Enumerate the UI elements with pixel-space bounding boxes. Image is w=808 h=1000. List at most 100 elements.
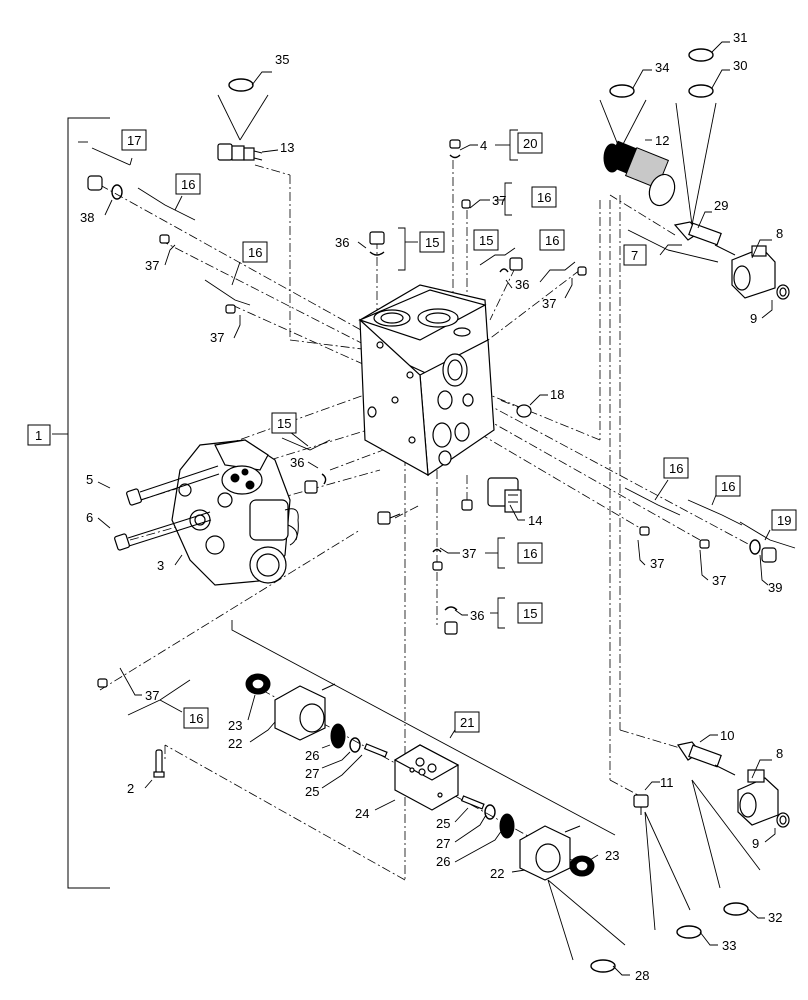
callout-25-left: 25: [305, 784, 319, 799]
callout-9-top: 9: [750, 311, 757, 326]
callout-16g: 16: [523, 546, 537, 561]
callout-37a: 37: [492, 193, 506, 208]
callout-30: 30: [733, 58, 747, 73]
label-box-16g: [517, 542, 543, 564]
item-37-orifice-right-low-a: [639, 526, 650, 536]
label-box-15a: [419, 231, 445, 253]
callout-14: 14: [528, 513, 542, 528]
callout-37h: 37: [145, 688, 159, 703]
callout-37f: 37: [650, 556, 664, 571]
callout-10: 10: [720, 728, 734, 743]
callout-23-left: 23: [228, 718, 242, 733]
item-37-orifice-lower-left: [97, 678, 108, 688]
item-25-pin-right: [460, 795, 485, 810]
small-plug-under-block: [461, 499, 473, 511]
callout-36c: 36: [290, 455, 304, 470]
callout-12: 12: [655, 133, 669, 148]
item-8-coil-bottom: [737, 769, 779, 826]
item-37-orifice-right-low-b: [699, 539, 710, 549]
callout-15c: 15: [277, 416, 291, 431]
item-18-plug: [516, 404, 532, 418]
item-36-plug-left: [304, 473, 327, 494]
assembly-bracket-1: [52, 117, 110, 889]
item-4-plug: [449, 139, 461, 159]
item-37-orifice-bottom: [432, 548, 443, 571]
label-box-16a: [175, 173, 201, 195]
callout-1: 1: [35, 428, 42, 443]
callout-38: 38: [80, 210, 94, 225]
callout-28: 28: [635, 968, 649, 983]
label-box-21: [454, 711, 480, 733]
item-37-orifice-top: [461, 199, 471, 209]
small-screw-under-block: [377, 511, 401, 525]
callout-labels: 1 2 3 4 5 6 7 8 8 9 9 10 11 12 13 14 15 …: [35, 30, 791, 983]
callout-8-top: 8: [776, 226, 783, 241]
item-13-fitting: [217, 143, 263, 161]
item-2-pin: [153, 749, 165, 778]
item-5-bolt: [126, 465, 220, 506]
label-box-15c: [271, 412, 297, 434]
item-23-nut-right: [569, 855, 595, 877]
boxed-labels: [27, 129, 797, 733]
callout-7: 7: [631, 248, 638, 263]
callout-36d: 36: [470, 608, 484, 623]
item-22-coil-right: [519, 825, 581, 881]
leader-lines: [78, 41, 796, 976]
callout-33: 33: [722, 938, 736, 953]
item-26-spring-left: [330, 723, 346, 749]
item-10-solenoid-cartridge: [677, 741, 736, 776]
callout-31: 31: [733, 30, 747, 45]
callout-6: 6: [86, 510, 93, 525]
callout-21: 21: [460, 715, 474, 730]
callout-37d: 37: [542, 296, 556, 311]
label-box-15b: [473, 229, 499, 251]
callout-16d: 16: [248, 245, 262, 260]
callout-18: 18: [550, 387, 564, 402]
callout-32: 32: [768, 910, 782, 925]
callout-16h: 16: [189, 711, 203, 726]
callout-15b: 15: [479, 233, 493, 248]
label-box-7: [623, 244, 647, 266]
callout-5: 5: [86, 472, 93, 487]
item-26-spring-right: [499, 813, 515, 839]
label-box-16b: [531, 186, 557, 208]
callout-9-bottom: 9: [752, 836, 759, 851]
callout-37e: 37: [462, 546, 476, 561]
callout-27-right: 27: [436, 836, 450, 851]
callout-37g: 37: [712, 573, 726, 588]
label-box-16c: [539, 229, 565, 251]
item-36-plug-top: [369, 231, 385, 256]
callout-16a: 16: [181, 177, 195, 192]
item-37-orifice-mid-left: [225, 304, 236, 314]
callout-17: 17: [127, 133, 141, 148]
callout-22-left: 22: [228, 736, 242, 751]
label-box-16h: [183, 707, 209, 729]
item-27-ring-right: [484, 804, 496, 820]
valve-body-block: [358, 284, 495, 477]
callout-34: 34: [655, 60, 669, 75]
item-8-coil-top: [731, 245, 776, 299]
item-12-cartridge-valve: [603, 140, 676, 207]
item-38-plug: [87, 175, 123, 200]
callout-36a: 36: [335, 235, 349, 250]
item-22-coil-left: [274, 683, 336, 741]
callout-8-bottom: 8: [776, 746, 783, 761]
o-rings: [228, 48, 749, 973]
callout-23-right: 23: [605, 848, 619, 863]
callout-25-right: 25: [436, 816, 450, 831]
callout-27-left: 27: [305, 766, 319, 781]
item-36-plug-bottom: [444, 606, 458, 635]
item-29-solenoid-cartridge: [673, 221, 736, 256]
callout-29: 29: [714, 198, 728, 213]
callout-16b: 16: [537, 190, 551, 205]
callout-15d: 15: [523, 606, 537, 621]
item-11-plug: [633, 794, 649, 815]
callout-19: 19: [777, 513, 791, 528]
label-box-16f: [715, 475, 741, 497]
item-23-nut-left: [245, 673, 271, 695]
callout-24: 24: [355, 806, 369, 821]
item-14-connector: [487, 477, 522, 513]
callout-20: 20: [523, 136, 537, 151]
item-9-nut-bottom: [776, 812, 790, 828]
callout-37c: 37: [210, 330, 224, 345]
